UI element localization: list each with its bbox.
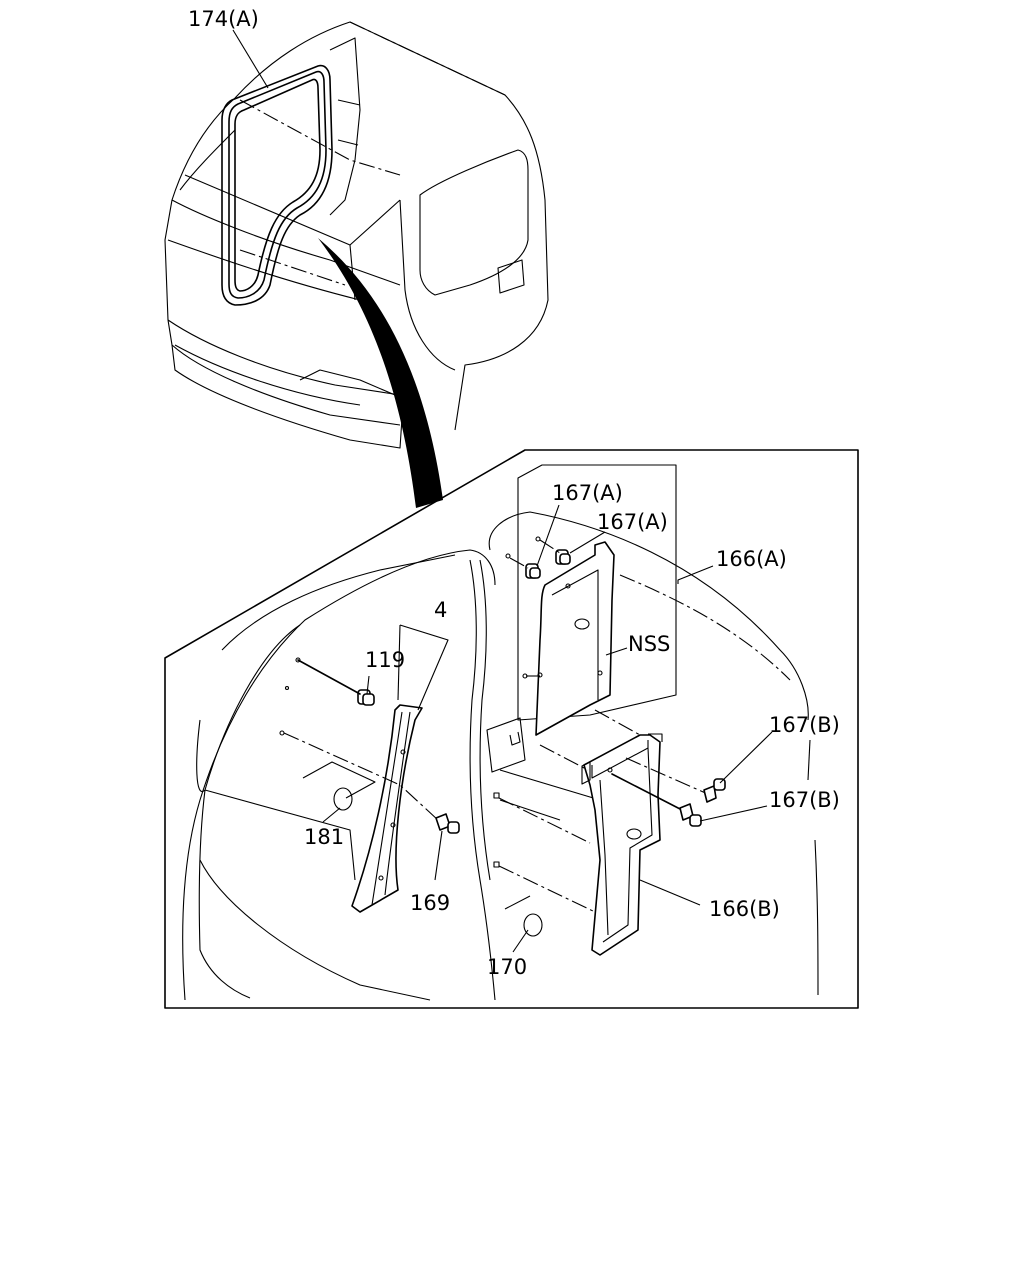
label-nss: NSS bbox=[628, 632, 670, 656]
detail-cab-interior bbox=[182, 511, 819, 1001]
plug-181 bbox=[333, 787, 353, 811]
label-174a: 174(A) bbox=[188, 7, 259, 31]
label-4: 4 bbox=[434, 598, 447, 622]
label-181: 181 bbox=[304, 825, 344, 849]
label-167a-1: 167(A) bbox=[552, 481, 623, 505]
pillar-garnish-4 bbox=[351, 704, 423, 913]
label-166b: 166(B) bbox=[709, 897, 780, 921]
cab-overview bbox=[164, 21, 549, 508]
clip-167b-2 bbox=[679, 803, 702, 827]
leader-lines bbox=[322, 504, 773, 953]
label-169: 169 bbox=[410, 891, 450, 915]
inset-box-166a bbox=[517, 464, 677, 721]
detail-frame bbox=[164, 449, 859, 1009]
screw-169 bbox=[435, 813, 460, 834]
label-167b-1: 167(B) bbox=[769, 713, 840, 737]
plug-170 bbox=[523, 913, 543, 937]
label-167a-2: 167(A) bbox=[597, 510, 668, 534]
trim-panel-166b bbox=[581, 733, 663, 956]
clip-167a-2 bbox=[555, 549, 571, 565]
label-119: 119 bbox=[365, 648, 405, 672]
label-167b-2: 167(B) bbox=[769, 788, 840, 812]
clip-167b-1 bbox=[703, 778, 726, 803]
label-166a: 166(A) bbox=[716, 547, 787, 571]
clip-167a-1 bbox=[525, 563, 541, 579]
trim-panel-166a bbox=[535, 541, 615, 736]
clip-119 bbox=[357, 689, 375, 706]
label-170: 170 bbox=[487, 955, 527, 979]
